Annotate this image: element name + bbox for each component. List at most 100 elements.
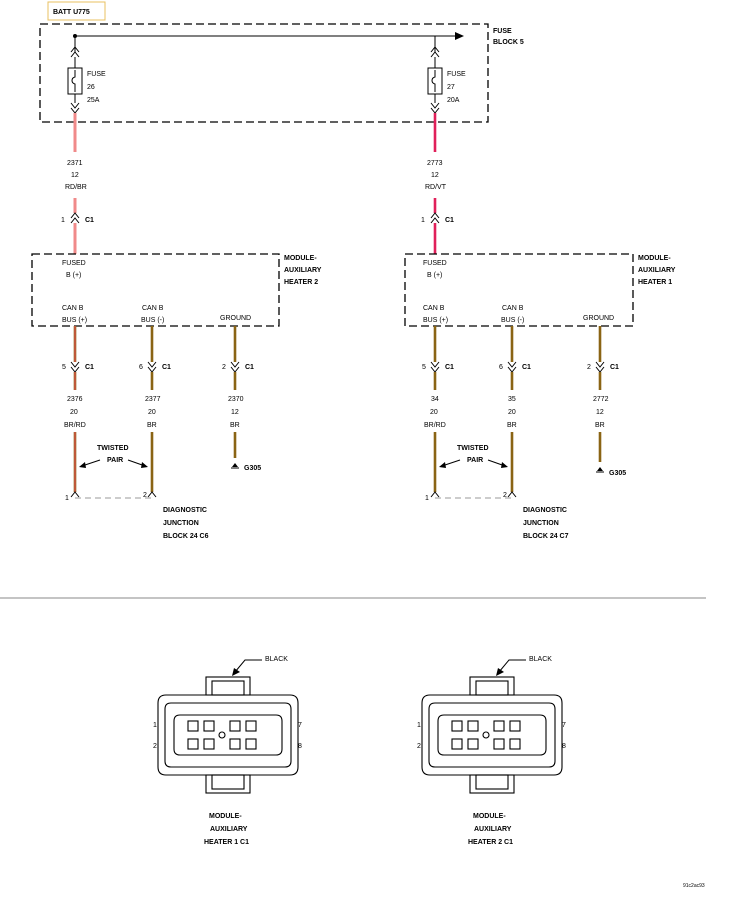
connector-1-pin2: 2: [153, 743, 157, 750]
m1-fused-1: FUSED: [423, 260, 447, 267]
connector-view-heater-1-c1: [157, 676, 299, 794]
m2-canp-1: CAN B: [62, 305, 84, 312]
connector-1-pin8: 8: [298, 743, 302, 750]
h1-w1-gauge: 20: [430, 409, 438, 416]
twisted-pair-label-1: TWISTED: [97, 445, 129, 452]
fuse-27: [427, 36, 443, 114]
twisted-pair-label-1: TWISTED: [457, 445, 489, 452]
twisted-pair-label-2: PAIR: [107, 457, 123, 464]
module-heater-1-name-3: HEATER 1: [638, 279, 672, 286]
h2-w1-conn: C1: [85, 364, 94, 371]
connector-2-pin7: 7: [562, 722, 566, 729]
module-heater-1-outline: [404, 253, 634, 327]
heater-2-wire-canm: [147, 326, 157, 498]
connector-view-heater-2-c1: [421, 676, 563, 794]
heater-1-wire-canp: [430, 326, 440, 498]
m2-fused-1: FUSED: [62, 260, 86, 267]
heater-1-wire-ground: [595, 326, 605, 462]
fuse-27-label-1: FUSE: [447, 71, 466, 78]
fuse-block-label-1: FUSE: [493, 28, 512, 35]
black-pointer-icon: [232, 659, 262, 676]
module-heater-2-name-1: MODULE-: [284, 255, 317, 262]
connector-2-color: BLACK: [529, 656, 552, 663]
h1-w3-color: BR: [595, 422, 605, 429]
c1-pin-h1: 1: [421, 217, 425, 224]
wire-2773-circuit: 2773: [427, 160, 443, 167]
h2-w2-pin: 6: [139, 364, 143, 371]
m1-canp-2: BUS (+): [423, 317, 448, 324]
bus-arrow-icon: [455, 32, 464, 40]
connector-2-pin8: 8: [562, 743, 566, 750]
m1-ground: GROUND: [583, 315, 614, 322]
fuse-block-outline: [39, 23, 489, 123]
ground-icon: [596, 467, 604, 473]
connector-2-pin2: 2: [417, 743, 421, 750]
m1-fused-2: B (+): [427, 272, 442, 279]
wire-2773-gauge: 12: [431, 172, 439, 179]
fuse-26: [67, 36, 83, 114]
h1-w3-pin: 2: [587, 364, 591, 371]
h1-w3-conn: C1: [610, 364, 619, 371]
h2-w3-color: BR: [230, 422, 240, 429]
h1-w1-color: BR/RD: [424, 422, 446, 429]
wire-2371-gauge: 12: [71, 172, 79, 179]
twisted-pair-arrows-icon: [439, 459, 508, 468]
ground-icon: [231, 463, 239, 469]
batt-label: BATT U775: [53, 9, 90, 16]
module-heater-2-name-3: HEATER 2: [284, 279, 318, 286]
connector-1-name-3: HEATER 1 C1: [204, 839, 249, 846]
heater-2-wire-ground: [230, 326, 240, 458]
h2-w1-pin: 5: [62, 364, 66, 371]
m1-canm-2: BUS (-): [501, 317, 524, 324]
djb-c7-name-2: JUNCTION: [523, 520, 559, 527]
djb-c6-pin2: 2: [143, 492, 147, 499]
m2-fused-2: B (+): [66, 272, 81, 279]
djb-c7-pin1: 1: [425, 495, 429, 502]
h2-w2-circuit: 2377: [145, 396, 161, 403]
connector-1-name-1: MODULE-: [209, 813, 242, 820]
module-heater-1-name-2: AUXILIARY: [638, 267, 676, 274]
h1-w1-pin: 5: [422, 364, 426, 371]
m1-canm-1: CAN B: [502, 305, 524, 312]
h2-w2-conn: C1: [162, 364, 171, 371]
module-heater-2-name-2: AUXILIARY: [284, 267, 322, 274]
connector-1-color: BLACK: [265, 656, 288, 663]
connector-1-pin1: 1: [153, 722, 157, 729]
fuse-27-label-2: 27: [447, 84, 455, 91]
m2-ground: GROUND: [220, 315, 251, 322]
h1-w2-color: BR: [507, 422, 517, 429]
h1-w2-circuit: 35: [508, 396, 516, 403]
ground-label-h1: G305: [609, 470, 626, 477]
black-pointer-icon: [496, 659, 526, 676]
c1-label-h2: C1: [85, 217, 94, 224]
h1-w2-gauge: 20: [508, 409, 516, 416]
h1-w3-gauge: 12: [596, 409, 604, 416]
connector-1-name-2: AUXILIARY: [210, 826, 248, 833]
connector-1-pin7: 7: [298, 722, 302, 729]
djb-c7-name-1: DIAGNOSTIC: [523, 507, 567, 514]
djb-c6-pin1: 1: [65, 495, 69, 502]
h1-w2-pin: 6: [499, 364, 503, 371]
figure-code: 91c2ac93: [683, 883, 705, 889]
h1-w3-circuit: 2772: [593, 396, 609, 403]
module-heater-2-outline: [31, 253, 280, 327]
m2-canm-2: BUS (-): [141, 317, 164, 324]
h2-w2-gauge: 20: [148, 409, 156, 416]
h1-w1-circuit: 34: [431, 396, 439, 403]
heater-2-wire-canp: [70, 326, 80, 498]
djb-c7-name-3: BLOCK 24 C7: [523, 533, 569, 540]
h2-w1-circuit: 2376: [67, 396, 83, 403]
h2-w1-color: BR/RD: [64, 422, 86, 429]
wire-2773-color: RD/VT: [425, 184, 447, 191]
m2-canm-1: CAN B: [142, 305, 164, 312]
ground-label-h2: G305: [244, 465, 261, 472]
djb-c6-name-3: BLOCK 24 C6: [163, 533, 209, 540]
djb-c6-name-1: DIAGNOSTIC: [163, 507, 207, 514]
fuse-block-label-2: BLOCK 5: [493, 39, 524, 46]
h2-w2-color: BR: [147, 422, 157, 429]
fuse-26-label-2: 26: [87, 84, 95, 91]
djb-c6-name-2: JUNCTION: [163, 520, 199, 527]
fuse-26-label-1: FUSE: [87, 71, 106, 78]
heater-1-wire-canm: [507, 326, 517, 498]
